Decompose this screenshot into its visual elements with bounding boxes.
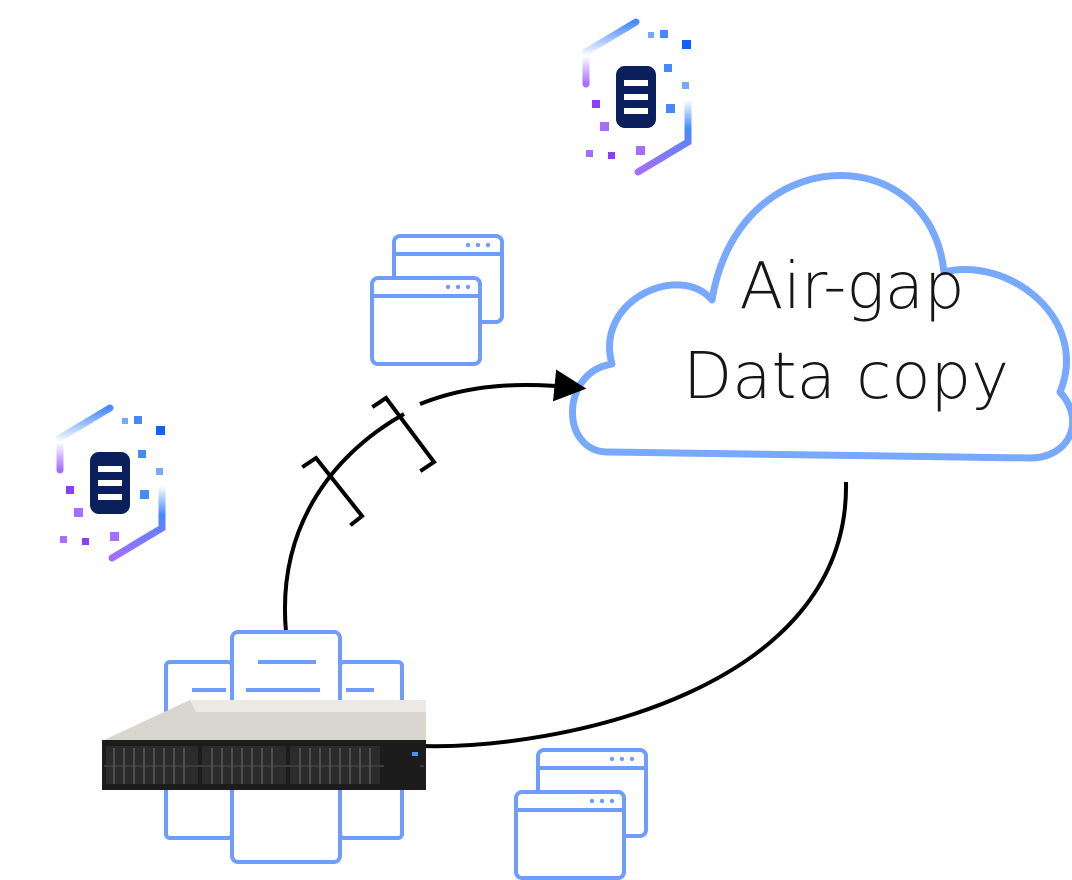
storage-hexagon-icon (60, 408, 165, 558)
cloud-shape: Air-gap Data copy (569, 171, 1072, 462)
storage-hexagon-icon (586, 22, 691, 172)
application-windows-icon (514, 748, 648, 880)
broken-link-icon (301, 395, 437, 527)
application-windows-icon (370, 234, 504, 366)
connection-line (282, 412, 405, 633)
return-connection-line (419, 481, 849, 749)
cloud-label-line1: Air-gap (739, 250, 964, 324)
cloud-label-line2: Data copy (683, 340, 1009, 414)
storage-rack-device-icon (102, 700, 426, 790)
connection-arrow (419, 369, 587, 406)
